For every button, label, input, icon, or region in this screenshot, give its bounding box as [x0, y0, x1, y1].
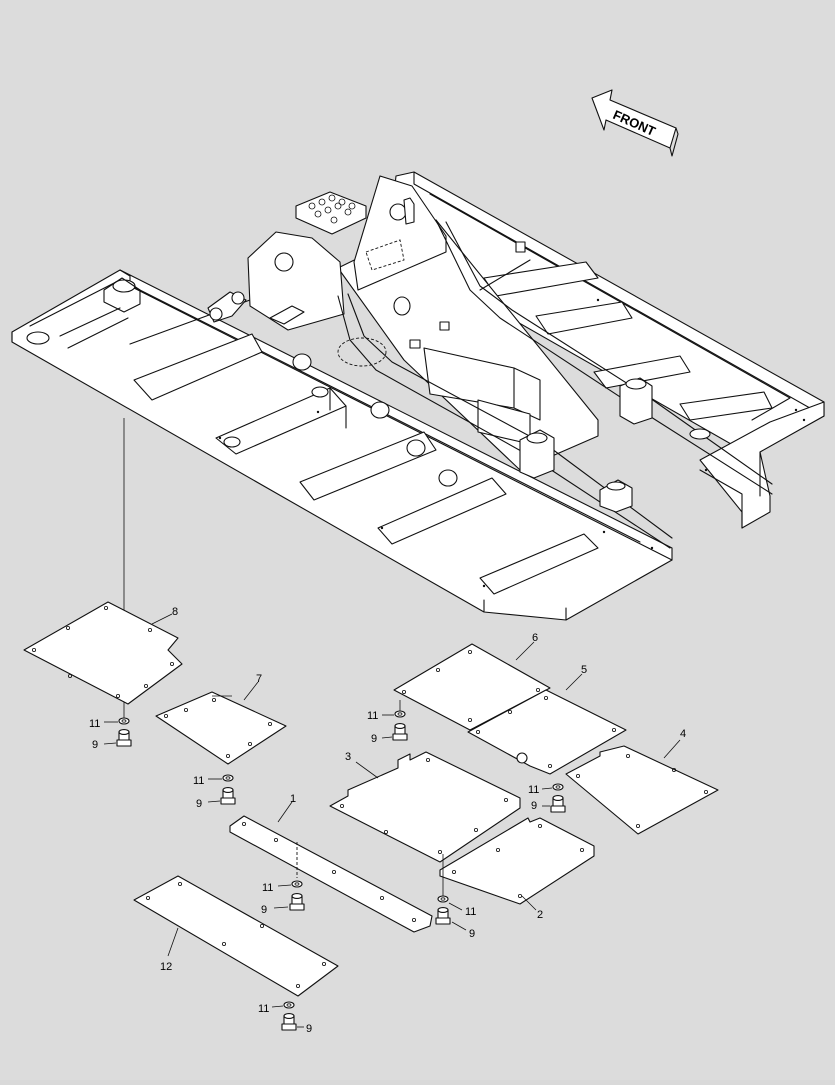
part-label-6: 6 — [532, 632, 538, 644]
fastener-set-f: 11 9 — [435, 854, 476, 940]
cover-plate-2: 2 — [439, 817, 595, 921]
part-label-1: 1 — [290, 793, 296, 805]
washer-label-d: 11 — [528, 784, 539, 796]
fastener-set-b: 11 9 — [193, 774, 236, 810]
bolt-label-a: 9 — [92, 739, 98, 751]
part-label-2: 2 — [537, 909, 543, 921]
part-label-7: 7 — [256, 673, 262, 685]
washer-label-c: 11 — [367, 710, 378, 722]
part-label-12: 12 — [160, 961, 172, 973]
bolt-label-f: 9 — [469, 928, 475, 940]
washer-label-g: 11 — [258, 1003, 269, 1015]
part-label-3: 3 — [345, 751, 351, 763]
cover-plate-1: 1 — [229, 793, 433, 933]
bolt-label-c: 9 — [371, 733, 377, 745]
front-arrow: FRONT — [591, 89, 679, 157]
bolt-label-b: 9 — [196, 798, 202, 810]
cover-plate-5: 5 — [467, 664, 627, 775]
fastener-set-g: 11 9 — [258, 1001, 312, 1035]
cover-plate-8: 8 — [23, 601, 183, 705]
cover-plate-12: 12 — [133, 875, 339, 997]
part-label-4: 4 — [680, 728, 686, 740]
cover-plate-4: 4 — [565, 728, 719, 835]
cover-plate-6: 6 — [393, 632, 551, 731]
part-label-8: 8 — [172, 606, 178, 618]
washer-label-f: 11 — [465, 906, 476, 918]
fastener-set-a: 11 9 — [89, 717, 132, 751]
bolt-label-d: 9 — [531, 800, 537, 812]
part-label-5: 5 — [581, 664, 587, 676]
cover-plate-7: 7 — [155, 673, 287, 765]
washer-label-a: 11 — [89, 718, 100, 730]
cover-plate-3: 3 — [329, 751, 521, 863]
fastener-set-d: 11 9 — [528, 783, 566, 813]
bolt-label-e: 9 — [261, 904, 267, 916]
step-plate-holes — [308, 194, 356, 224]
upper-frame — [11, 171, 825, 621]
bolt-label-g: 9 — [306, 1023, 312, 1035]
washer-label-e: 11 — [262, 882, 273, 894]
washer-label-b: 11 — [193, 775, 204, 787]
fastener-set-e: 11 9 — [261, 842, 305, 916]
fastener-set-c: 11 9 — [367, 700, 408, 745]
